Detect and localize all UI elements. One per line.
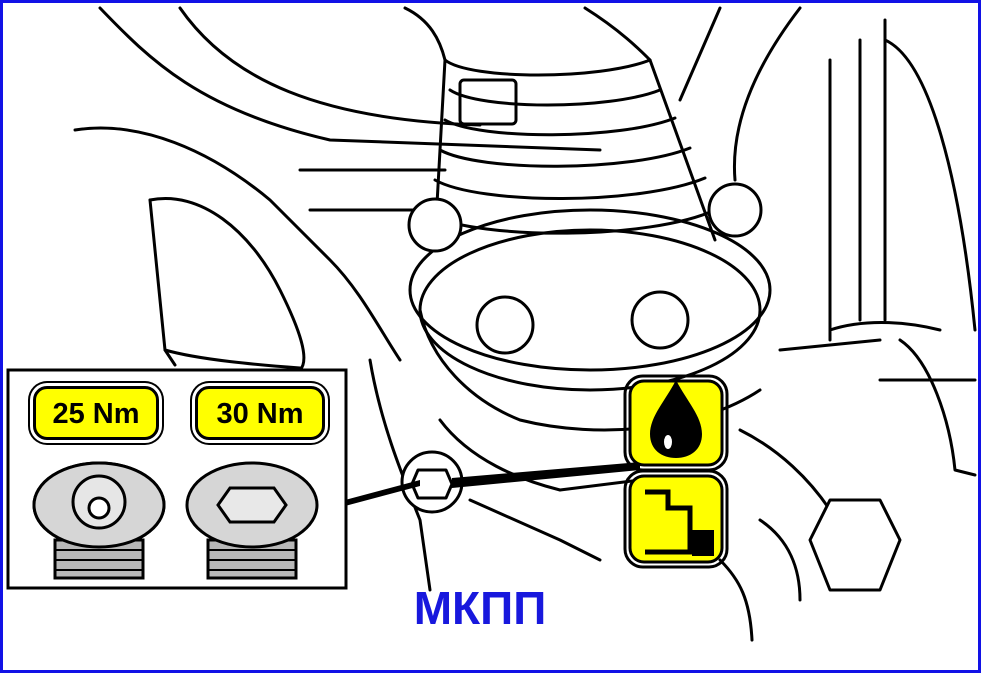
hex-bolt	[808, 498, 902, 592]
torque-badge-25: 25 Nm	[33, 386, 159, 440]
drain-plug-level-icon	[623, 469, 729, 569]
hex-socket-plug	[185, 461, 319, 580]
callout-line	[452, 462, 640, 488]
caption-label: МКПП	[413, 582, 547, 634]
oil-drop-icon	[623, 374, 729, 472]
flange-bolt	[407, 197, 463, 253]
torque-badge-30: 30 Nm	[195, 386, 325, 440]
torx-plug	[32, 461, 166, 580]
body-outline	[98, 6, 602, 152]
gearbox-housing	[368, 358, 432, 592]
output-flange	[408, 208, 772, 372]
driveshaft	[403, 6, 447, 62]
